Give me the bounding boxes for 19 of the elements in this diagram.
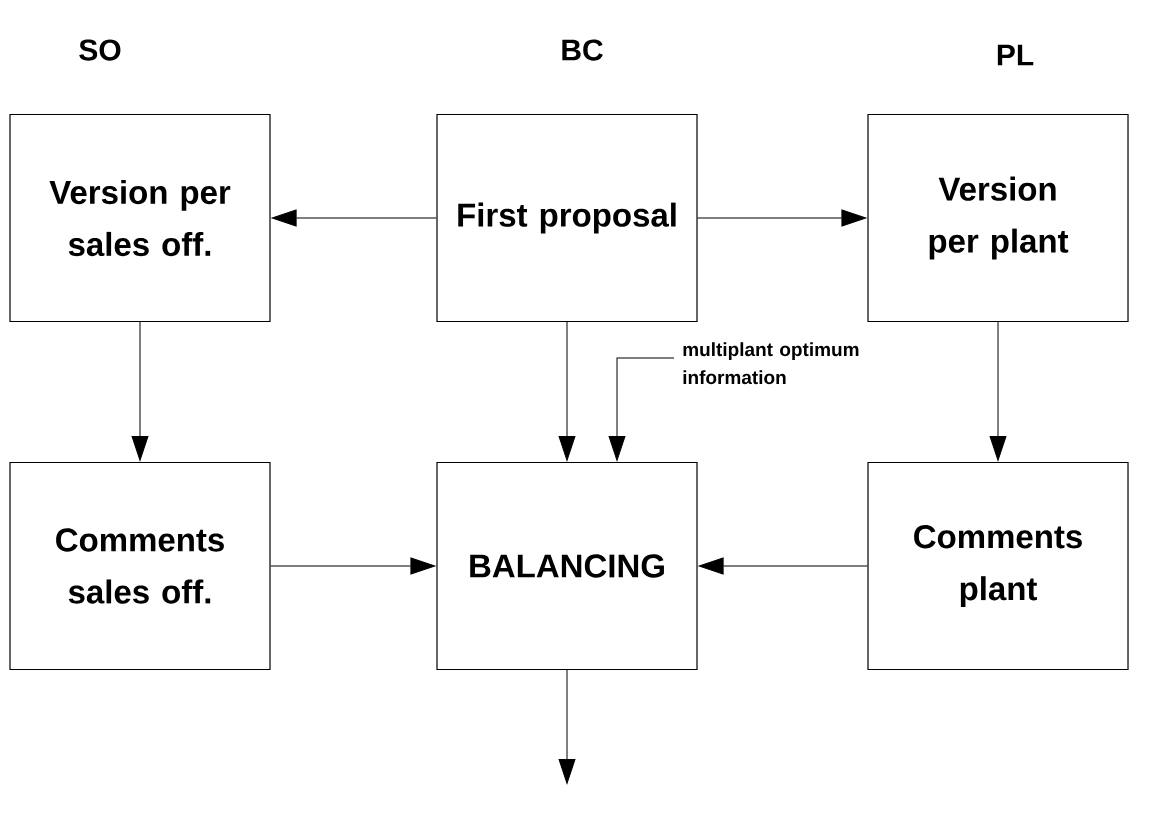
arrow bbox=[270, 557, 436, 575]
annotation-text: multiplant optimum information bbox=[683, 342, 859, 385]
arrow bbox=[608, 357, 675, 461]
arrow bbox=[558, 669, 576, 784]
column-heading: BC bbox=[562, 39, 603, 61]
arrow bbox=[697, 209, 867, 227]
process-box: First proposal bbox=[436, 113, 698, 323]
arrow bbox=[131, 321, 149, 461]
process-box: Comments sales off. bbox=[9, 461, 271, 671]
process-box: Version per plant bbox=[867, 113, 1129, 323]
process-box: Version per sales off. bbox=[9, 113, 271, 323]
process-box: Comments plant bbox=[867, 461, 1129, 671]
arrow bbox=[698, 557, 868, 575]
process-box: BALANCING bbox=[436, 461, 698, 671]
column-heading: PL bbox=[997, 44, 1034, 66]
arrow bbox=[271, 209, 437, 227]
column-heading: SO bbox=[79, 39, 121, 61]
arrow bbox=[558, 321, 576, 461]
arrow bbox=[989, 321, 1007, 461]
